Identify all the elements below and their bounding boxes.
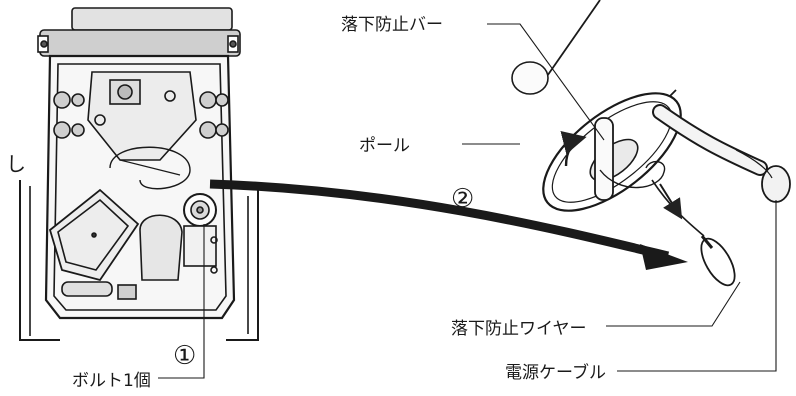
- label-pole: ポール: [359, 136, 410, 156]
- label-fall-prevention-wire: 落下防止ワイヤー: [451, 319, 587, 339]
- step-1-marker: ①: [173, 341, 197, 371]
- step-2-marker: ②: [451, 184, 475, 214]
- move-arrow: [209, 179, 670, 261]
- label-side-partial: し: [6, 152, 26, 176]
- pole-assembly: [511, 0, 791, 287]
- label-bolt: ボルト1個: [72, 371, 151, 391]
- leader-lines: [158, 23, 777, 379]
- label-power-cable: 電源ケーブル: [505, 363, 606, 383]
- camera-housing: [19, 7, 259, 341]
- label-fall-prevention-bar: 落下防止バー: [341, 15, 443, 35]
